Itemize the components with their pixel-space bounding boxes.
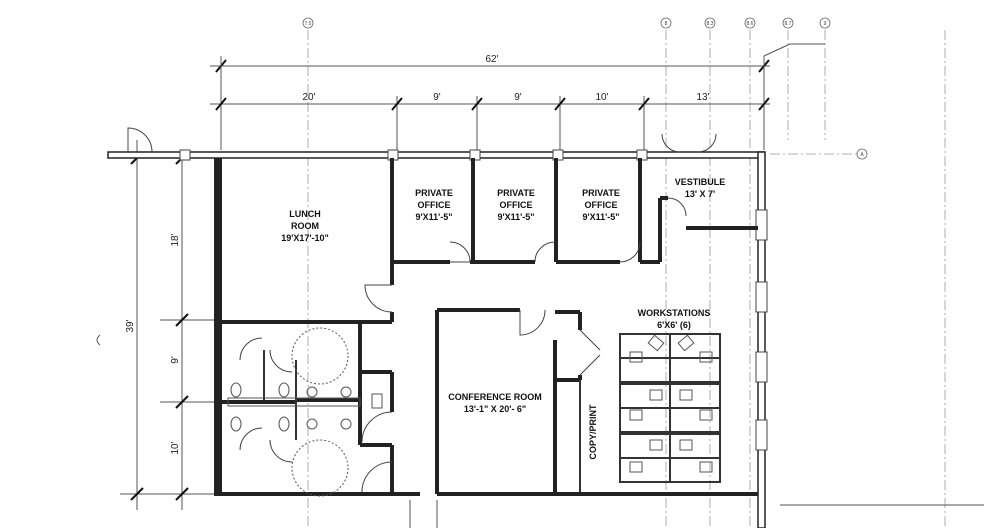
lunch-room-name: LUNCH: [289, 209, 321, 219]
grid-bubble-label: A: [860, 152, 864, 158]
workstations: [619, 333, 721, 483]
bottom-edge: [409, 500, 984, 528]
restroom-fixtures: [227, 327, 383, 497]
grid-bubbles: 7.5 8 8.3 8.6 8.7 9 A: [302, 17, 868, 160]
grid-bubble-label: 8.6: [747, 21, 754, 27]
office-1-name-2: OFFICE: [418, 200, 451, 210]
grid-bubble-label: 7.5: [305, 21, 312, 27]
doors: [127, 127, 717, 493]
workstations-name: WORKSTATIONS: [638, 308, 711, 318]
lunch-room-size: 19'X17'-10": [281, 233, 329, 243]
grid-bubble-label: 8.7: [785, 21, 792, 27]
depth-segment: 18': [170, 233, 181, 246]
grid-bubble: [302, 17, 314, 29]
overall-width-dimension: 62': [485, 54, 498, 65]
width-segment: 13': [696, 92, 709, 103]
left-dimensions: [96, 140, 220, 510]
width-segment: 9': [514, 92, 522, 103]
grid-bubble: [660, 17, 672, 29]
grid-bubble-label: 8: [665, 21, 668, 27]
copy-print-name: COPY/PRINT: [588, 404, 598, 460]
grid-bubble: [704, 17, 716, 29]
top-dimensions: [210, 43, 825, 150]
vestibule-size: 13' X 7': [685, 189, 715, 199]
depth-segment: 9': [170, 356, 181, 364]
grid-bubble-label: 8.3: [707, 21, 714, 27]
grid-bubble: [819, 17, 831, 29]
width-segment: 9': [433, 92, 441, 103]
walls: [107, 149, 768, 528]
conference-room-name: CONFERENCE ROOM: [448, 392, 542, 402]
depth-segment: 10': [170, 441, 181, 454]
office-3-name: PRIVATE: [582, 188, 620, 198]
width-segment: 10': [595, 92, 608, 103]
grid-bubble-label: 9: [824, 21, 827, 27]
grid-bubble: [744, 17, 756, 29]
east-exterior-wall: [757, 151, 766, 528]
north-exterior-wall: [107, 151, 765, 159]
office-3-size: 9'X11'-5": [582, 212, 619, 222]
office-1-size: 9'X11'-5": [415, 212, 452, 222]
office-3-name-2: OFFICE: [585, 200, 618, 210]
width-segment: 20': [302, 92, 315, 103]
overall-depth-dimension: 39': [125, 319, 136, 332]
office-2-size: 9'X11'-5": [497, 212, 534, 222]
room-labels: LUNCH ROOM 19'X17'-10" PRIVATE OFFICE 9'…: [281, 177, 725, 460]
office-1-name: PRIVATE: [415, 188, 453, 198]
grid-lines: [307, 30, 946, 528]
lunch-room-name-2: ROOM: [291, 221, 319, 231]
grid-bubble: [782, 17, 794, 29]
conference-room-size: 13'-1" X 20'- 6": [464, 404, 526, 414]
workstations-size: 6'X6' (6): [657, 320, 691, 330]
office-2-name-2: OFFICE: [500, 200, 533, 210]
office-2-name: PRIVATE: [497, 188, 535, 198]
vestibule-name: VESTIBULE: [675, 177, 726, 187]
grid-bubble: [856, 148, 868, 160]
